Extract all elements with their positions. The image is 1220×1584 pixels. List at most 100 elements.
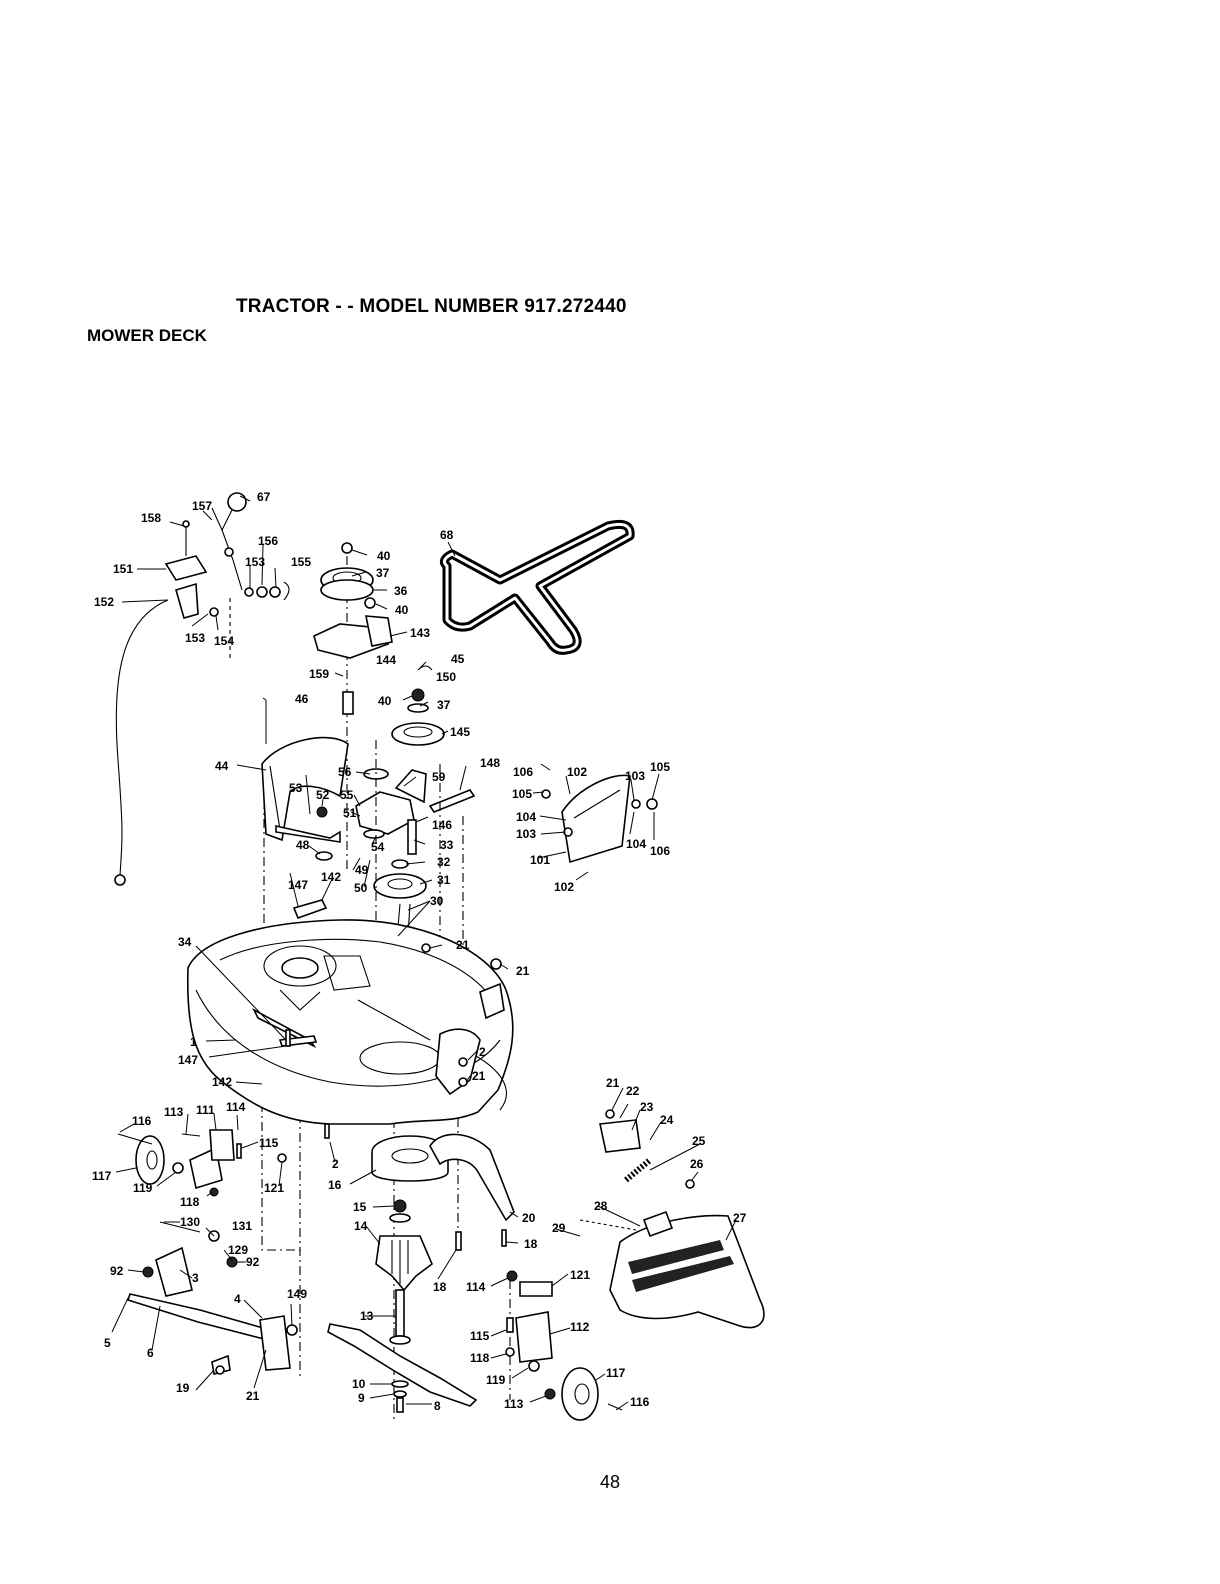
callout: 15 <box>353 1200 367 1214</box>
callout: 113 <box>504 1397 524 1411</box>
callout: 129 <box>228 1243 248 1257</box>
callout: 113 <box>164 1105 184 1119</box>
callout: 118 <box>470 1351 490 1365</box>
callout: 156 <box>258 534 278 548</box>
callout: 50 <box>354 881 368 895</box>
callout: 131 <box>232 1219 252 1233</box>
callout: 148 <box>480 756 500 770</box>
callout: 101 <box>530 853 550 867</box>
callout: 55 <box>340 788 354 802</box>
callout: 21 <box>472 1069 486 1083</box>
callout: 92 <box>246 1255 260 1269</box>
belt-guard-left <box>261 736 349 842</box>
callout: 20 <box>522 1211 536 1225</box>
callout: 53 <box>289 781 303 795</box>
discharge-chute <box>579 1119 765 1329</box>
callout: 14 <box>354 1219 368 1233</box>
leader-lines <box>111 495 737 1411</box>
callout: 24 <box>660 1113 674 1127</box>
callout: 157 <box>192 499 212 513</box>
callout: 51 <box>343 806 357 820</box>
callout: 21 <box>246 1389 260 1403</box>
callout: 68 <box>440 528 454 542</box>
callout: 2 <box>332 1157 339 1171</box>
callout: 114 <box>466 1280 486 1294</box>
callout: 59 <box>432 770 446 784</box>
callout: 28 <box>594 1199 608 1213</box>
callout: 56 <box>338 765 352 779</box>
callout: 111 <box>196 1103 215 1117</box>
callout: 106 <box>650 844 670 858</box>
callout: 44 <box>215 759 229 773</box>
left-rear-bracket-assembly <box>126 1221 298 1375</box>
callout: 29 <box>552 1221 566 1235</box>
callout: 54 <box>371 840 385 854</box>
callout: 154 <box>214 634 234 648</box>
callout: 102 <box>567 765 587 779</box>
callout: 48 <box>296 838 310 852</box>
callout: 21 <box>516 964 530 978</box>
baffle <box>429 1133 515 1222</box>
callout: 5 <box>104 1336 111 1350</box>
belt-guard-right <box>541 774 658 864</box>
callout: 121 <box>264 1181 284 1195</box>
callout: 52 <box>316 788 330 802</box>
callout: 115 <box>470 1329 490 1343</box>
callout: 22 <box>626 1084 640 1098</box>
callout: 130 <box>180 1215 200 1229</box>
callout: 31 <box>437 873 451 887</box>
callout: 19 <box>176 1381 190 1395</box>
callout: 92 <box>110 1264 124 1278</box>
callout: 37 <box>437 698 451 712</box>
callout: 18 <box>433 1280 447 1294</box>
lift-cable <box>114 599 169 886</box>
callout: 158 <box>141 511 161 525</box>
callout: 153 <box>185 631 205 645</box>
callout: 36 <box>394 584 408 598</box>
left-gauge-wheel-assembly <box>117 1129 287 1197</box>
idler-assembly <box>275 768 476 951</box>
callout: 147 <box>178 1053 198 1067</box>
callout: 67 <box>257 490 271 504</box>
callout: 34 <box>178 935 192 949</box>
callout: 105 <box>512 787 532 801</box>
callout: 119 <box>133 1181 153 1195</box>
drive-belt <box>439 519 635 655</box>
callout: 45 <box>451 652 465 666</box>
callout: 142 <box>321 870 341 884</box>
spindle-assembly <box>327 1135 478 1413</box>
callout: 118 <box>180 1195 200 1209</box>
callout: 151 <box>113 562 133 576</box>
callout: 142 <box>212 1075 232 1089</box>
callout: 13 <box>360 1309 374 1323</box>
callout: 40 <box>377 549 391 563</box>
callout: 114 <box>226 1100 246 1114</box>
callout: 112 <box>570 1320 590 1334</box>
section-title: MOWER DECK <box>87 326 207 345</box>
callout: 16 <box>328 1178 342 1192</box>
callout: 46 <box>295 692 309 706</box>
callout: 4 <box>234 1292 241 1306</box>
callout: 117 <box>92 1169 112 1183</box>
callout: 155 <box>291 555 311 569</box>
callout: 149 <box>287 1287 307 1301</box>
callout: 30 <box>430 894 444 908</box>
callout: 146 <box>432 818 452 832</box>
callout: 25 <box>692 1134 706 1148</box>
callout: 116 <box>132 1114 152 1128</box>
callout: 143 <box>410 626 430 640</box>
callout: 116 <box>630 1395 650 1409</box>
callout: 27 <box>733 1211 747 1225</box>
right-gauge-wheel-assembly <box>505 1270 623 1421</box>
page-number: 48 <box>599 1472 621 1492</box>
callout: 104 <box>626 837 646 851</box>
callout: 144 <box>376 653 396 667</box>
callout: 121 <box>570 1268 590 1282</box>
callout: 33 <box>440 838 454 852</box>
lift-handle-assembly <box>164 492 290 660</box>
callout: 147 <box>288 878 308 892</box>
callout: 40 <box>378 694 392 708</box>
callout-labels: 67 157 158 156 153 155 151 152 153 154 4… <box>92 490 747 1413</box>
callout: 49 <box>355 863 369 877</box>
callout: 6 <box>147 1346 154 1360</box>
